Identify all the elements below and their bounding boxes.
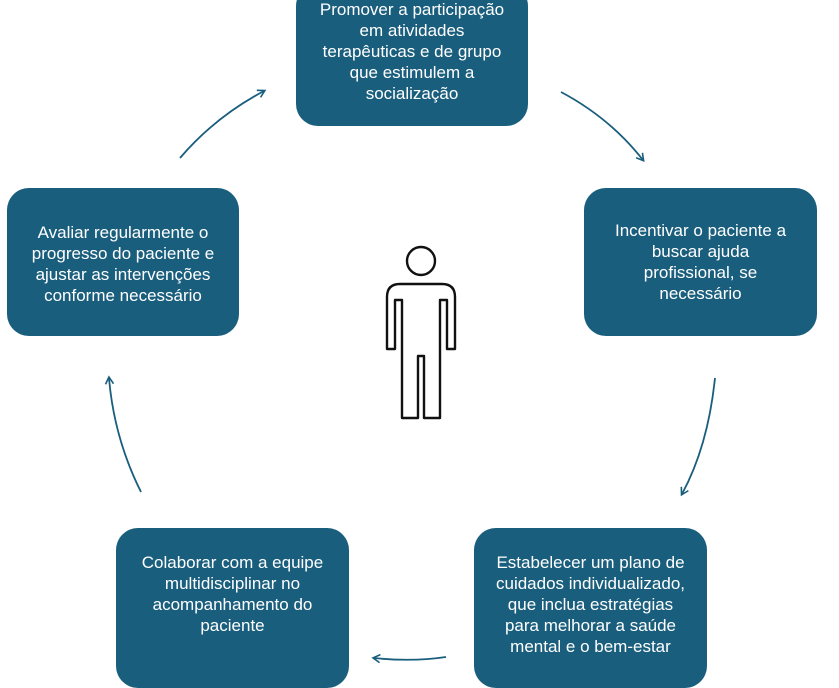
arrow-top-to-right xyxy=(560,91,645,163)
step-label: Estabelecer um plano de cuidados individ… xyxy=(495,553,686,656)
step-label: Incentivar o paciente a buscar ajuda pro… xyxy=(614,221,787,303)
step-label: Promover a participação em atividades te… xyxy=(319,0,505,103)
step-node-right: Incentivar o paciente a buscar ajuda pro… xyxy=(584,188,817,336)
person-outline-icon xyxy=(385,245,457,420)
cycle-diagram: Promover a participação em atividades te… xyxy=(7,0,817,688)
arrow-bottom-left-to-left xyxy=(104,375,142,493)
step-node-left: Avaliar regularmente o progresso do paci… xyxy=(7,188,239,336)
step-node-bottom-left: Colaborar com a equipe multidisciplinar … xyxy=(116,528,349,688)
step-label: Colaborar com a equipe multidisciplinar … xyxy=(141,553,324,635)
arrow-bottom-right-to-bottom-left xyxy=(371,653,447,664)
arrow-right-to-bottom-right xyxy=(680,377,716,497)
step-node-bottom-right: Estabelecer um plano de cuidados individ… xyxy=(474,528,707,688)
cycle-arrows xyxy=(104,89,716,664)
step-label: Avaliar regularmente o progresso do paci… xyxy=(31,223,215,305)
step-node-top: Promover a participação em atividades te… xyxy=(296,0,528,126)
arrow-left-to-top xyxy=(179,89,267,159)
